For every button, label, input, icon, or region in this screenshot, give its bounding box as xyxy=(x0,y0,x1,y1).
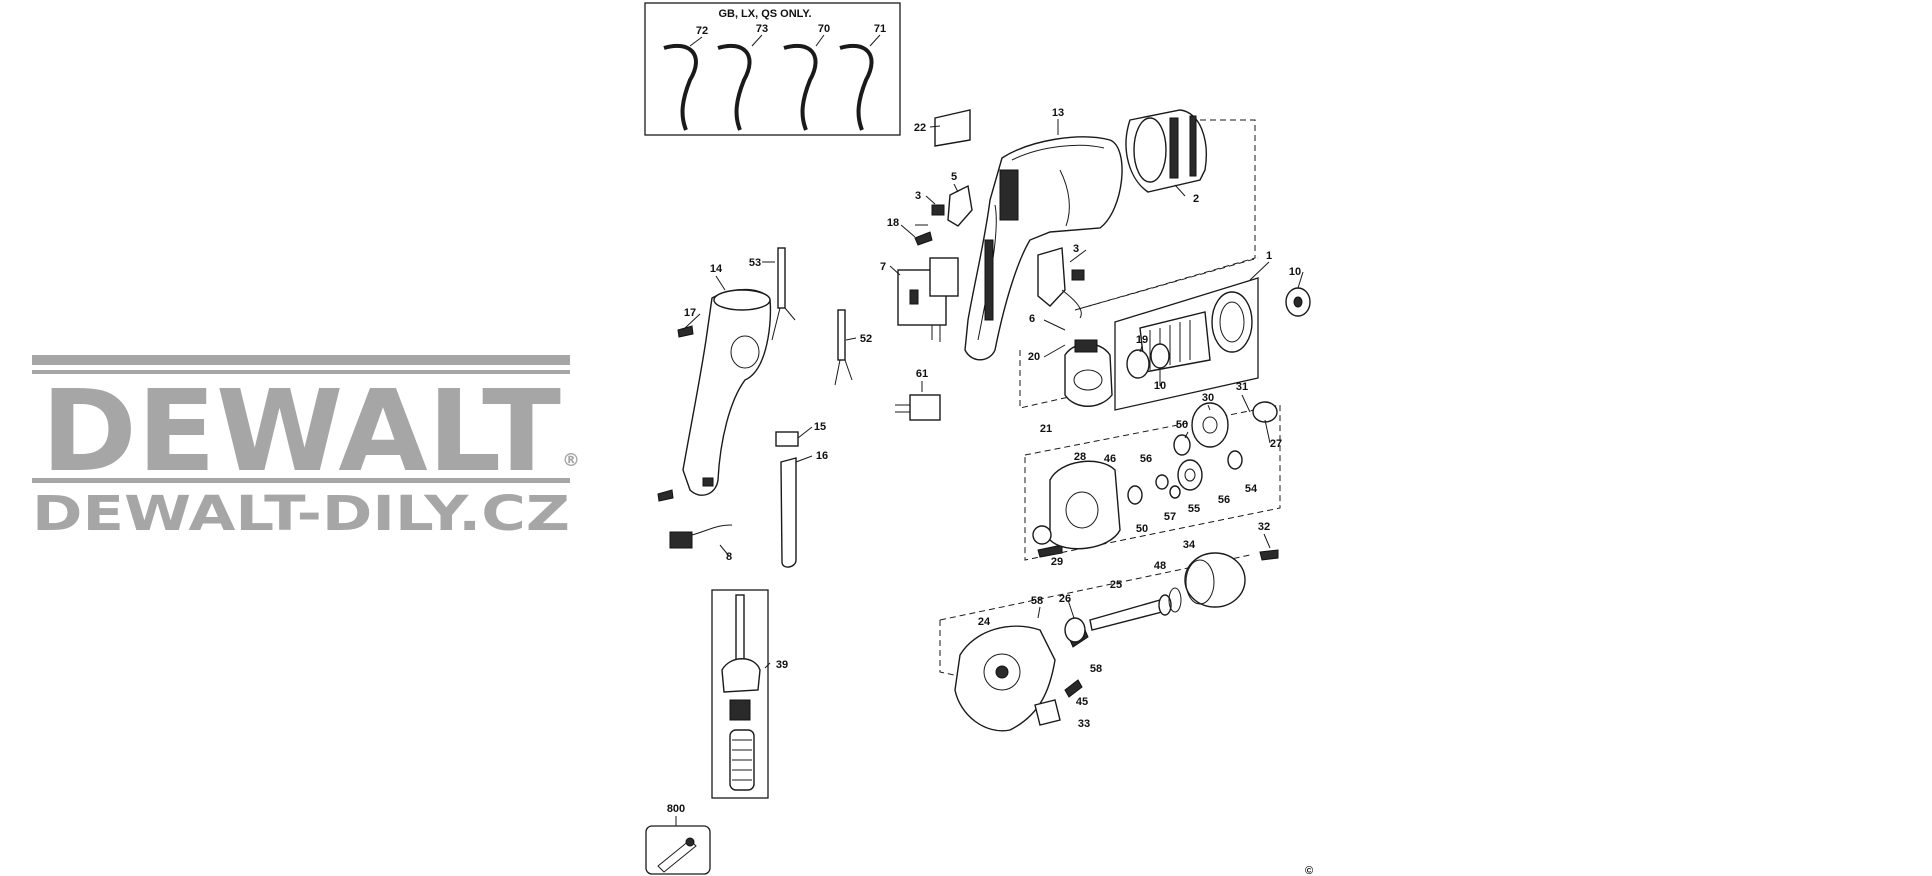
part-label: 46 xyxy=(1104,453,1116,465)
part-label: 14 xyxy=(710,263,723,275)
part-label: 31 xyxy=(1236,381,1248,393)
part-label: 13 xyxy=(1052,107,1064,119)
part-label: 50 xyxy=(1176,419,1188,431)
switch-part xyxy=(897,257,959,342)
part-label: 2 xyxy=(1193,193,1199,205)
part-labels: 72 73 70 71 22 13 2 5 3 18 7 14 53 17 52… xyxy=(667,23,1301,815)
suppressor-parts xyxy=(771,247,941,421)
service-kit-box xyxy=(645,825,711,875)
handle-part xyxy=(682,288,772,496)
part-label: 33 xyxy=(1078,718,1090,730)
part-label: 61 xyxy=(916,368,928,380)
part-label: 3 xyxy=(1073,243,1079,255)
part-label: 27 xyxy=(1270,438,1282,450)
part-label: 16 xyxy=(816,450,828,462)
part-label: 70 xyxy=(818,23,830,35)
copyright-mark: © xyxy=(1305,865,1313,876)
part-label: 56 xyxy=(1218,494,1230,506)
part-label: 53 xyxy=(749,257,761,269)
watermark-site: DEWALT-DILY.CZ xyxy=(32,486,570,542)
clamp-and-rod-parts xyxy=(775,431,799,568)
part-label: 58 xyxy=(1031,595,1043,607)
part-label: 57 xyxy=(1164,511,1176,523)
part-label: 34 xyxy=(1183,539,1196,551)
label-plate-part xyxy=(934,109,971,147)
leader-lines xyxy=(675,34,1304,826)
part-label: 50 xyxy=(1136,523,1148,535)
cord-inset-box: GB, LX, QS ONLY. xyxy=(644,2,901,136)
part-label: 6 xyxy=(1029,313,1035,325)
part-label: 17 xyxy=(684,307,696,319)
part-label: 25 xyxy=(1110,579,1122,591)
part-label: 48 xyxy=(1154,560,1166,572)
part-label: 3 xyxy=(915,190,921,202)
brush-holder-parts xyxy=(915,184,1085,319)
part-label: 18 xyxy=(887,217,899,229)
field-coil-part xyxy=(1125,109,1207,193)
gear-plate-part xyxy=(1032,460,1121,550)
part-label: 56 xyxy=(1140,453,1152,465)
part-label: 21 xyxy=(1040,423,1052,435)
part-label: 20 xyxy=(1028,351,1040,363)
part-label: 22 xyxy=(914,122,926,134)
part-label: 24 xyxy=(978,616,991,628)
bearing-parts xyxy=(1126,287,1311,379)
part-label: 26 xyxy=(1059,593,1071,605)
part-label: 72 xyxy=(696,25,708,37)
gear-case-part xyxy=(954,625,1061,732)
part-label: 39 xyxy=(776,659,788,671)
part-label: 54 xyxy=(1245,483,1258,495)
part-label: 55 xyxy=(1188,503,1200,515)
part-label: 800 xyxy=(667,803,685,815)
part-label: 71 xyxy=(874,23,886,35)
part-label: 1 xyxy=(1266,250,1272,262)
cord-icon xyxy=(663,43,874,131)
gear-parts xyxy=(1127,401,1278,505)
part-label: 15 xyxy=(814,421,826,433)
part-label: 8 xyxy=(726,551,732,563)
brush-ring-part xyxy=(1064,339,1113,407)
part-label: 73 xyxy=(756,23,768,35)
part-label: 29 xyxy=(1051,556,1063,568)
dewalt-watermark: DEWALT ® DEWALT-DILY.CZ xyxy=(32,355,580,542)
part-label: 5 xyxy=(951,171,957,183)
inset-note: GB, LX, QS ONLY. xyxy=(718,8,811,20)
part-label: 10 xyxy=(1289,266,1301,278)
part-label: 52 xyxy=(860,333,872,345)
main-housing-part xyxy=(964,136,1123,361)
cable-part xyxy=(669,524,733,549)
part-label: 32 xyxy=(1258,521,1270,533)
watermark-brand: DEWALT xyxy=(41,367,561,497)
part-label: 45 xyxy=(1076,696,1088,708)
part-label: 28 xyxy=(1074,451,1086,463)
watermark-registered-mark: ® xyxy=(562,450,580,471)
part-label: 30 xyxy=(1202,392,1214,404)
side-handle-box xyxy=(711,589,769,799)
part-label: 19 xyxy=(1136,334,1148,346)
spindle-clutch-parts xyxy=(1064,552,1246,643)
part-label: 58 xyxy=(1090,663,1102,675)
part-label: 7 xyxy=(880,261,886,273)
